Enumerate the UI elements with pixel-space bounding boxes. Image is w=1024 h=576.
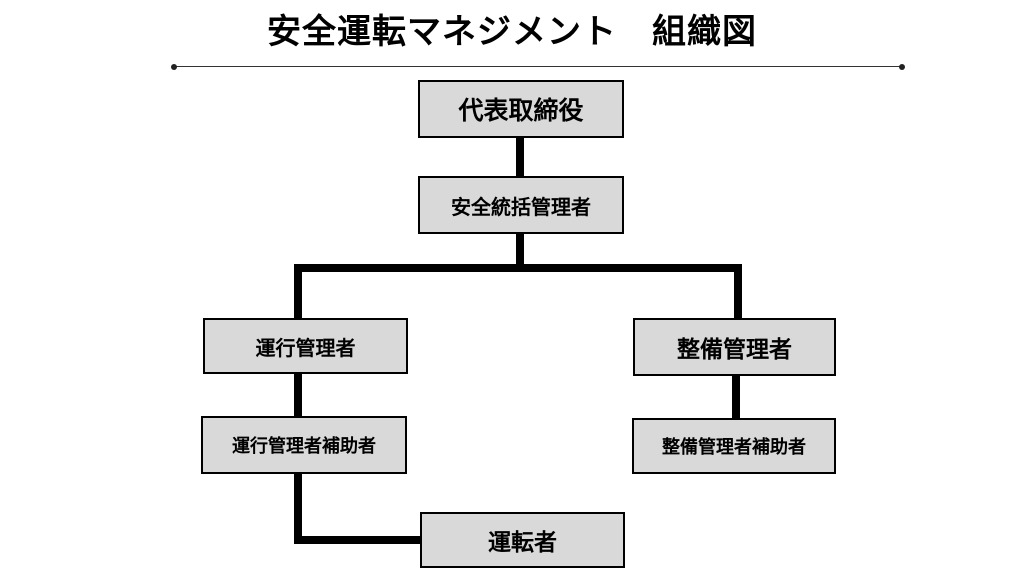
divider-right-dot <box>899 64 905 70</box>
node-ceo: 代表取締役 <box>418 80 624 138</box>
page-title: 安全運転マネジメント 組織図 <box>267 12 757 52</box>
node-maintenance-assistant: 整備管理者補助者 <box>632 418 836 474</box>
node-operations-assistant: 運行管理者補助者 <box>201 416 407 474</box>
title-divider <box>174 66 902 67</box>
node-operations-manager: 運行管理者 <box>203 318 408 374</box>
node-safety-manager: 安全統括管理者 <box>418 176 624 234</box>
connector-assistant-driver <box>294 472 420 544</box>
node-driver: 運転者 <box>420 512 625 568</box>
divider-left-dot <box>171 64 177 70</box>
node-maintenance-manager: 整備管理者 <box>633 318 836 376</box>
connector-branch <box>294 264 742 318</box>
